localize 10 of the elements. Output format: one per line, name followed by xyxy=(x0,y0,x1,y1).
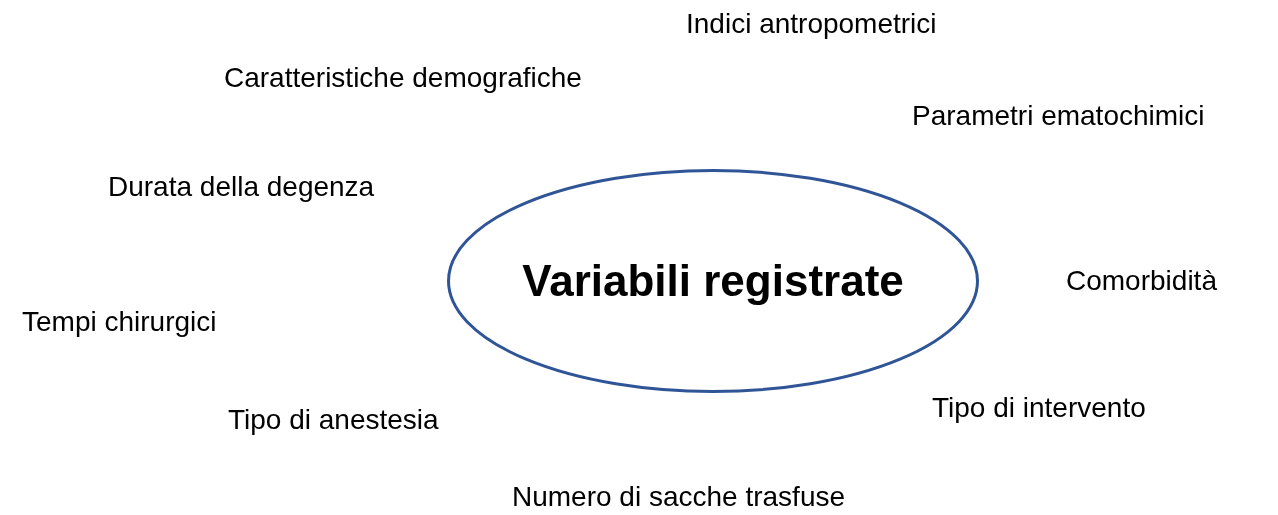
variable-label: Tipo di anestesia xyxy=(228,403,439,437)
variable-label: Comorbidità xyxy=(1066,264,1217,298)
variable-label: Parametri ematochimici xyxy=(912,99,1205,133)
variable-label: Indici antropometrici xyxy=(686,7,937,41)
variable-label: Numero di sacche trasfuse xyxy=(512,480,846,514)
central-topic: Variabili registrate xyxy=(522,256,904,306)
variable-label: Caratteristiche demografiche xyxy=(224,61,582,95)
variable-label: Tempi chirurgici xyxy=(22,305,217,339)
variable-label: Tipo di intervento xyxy=(932,391,1146,425)
variable-label: Durata della degenza xyxy=(108,170,375,204)
